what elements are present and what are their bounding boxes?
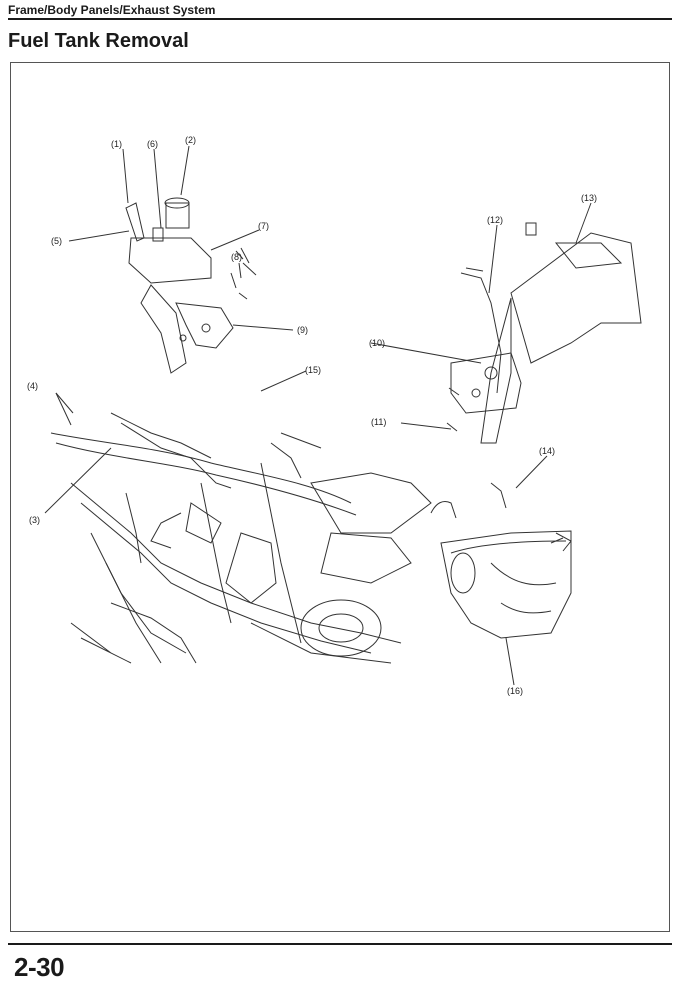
callout-3: (3) xyxy=(29,515,40,525)
callout-14: (14) xyxy=(539,446,555,456)
fuel-tank-drawing xyxy=(430,482,572,639)
callout-9: (9) xyxy=(297,325,308,335)
callout-13: (13) xyxy=(581,193,597,203)
header-rule xyxy=(8,18,672,20)
callout-6: (6) xyxy=(147,139,158,149)
throttle-bracket-drawing xyxy=(125,197,250,374)
footer-rule xyxy=(8,943,672,945)
callout-16: (16) xyxy=(507,686,523,696)
exploded-view-diagram: (1) (2) (3) (4) (5) (6) (7) (8) (9) (10)… xyxy=(27,135,642,696)
callout-leader-lines xyxy=(44,145,592,686)
fuel-pump-bracket-drawing xyxy=(446,222,642,444)
callout-7: (7) xyxy=(258,221,269,231)
figure-frame: (1) (2) (3) (4) (5) (6) (7) (8) (9) (10)… xyxy=(10,62,670,932)
callout-8: (8) xyxy=(231,252,242,262)
page-number: 2-30 xyxy=(14,952,65,982)
callout-15: (15) xyxy=(305,365,321,375)
callout-10: (10) xyxy=(369,338,385,348)
callout-5: (5) xyxy=(51,236,62,246)
callout-12: (12) xyxy=(487,215,503,225)
frame-and-engine-drawing xyxy=(50,412,432,664)
callout-1: (1) xyxy=(111,139,122,149)
callout-2: (2) xyxy=(185,135,196,145)
callout-11: (11) xyxy=(371,417,386,427)
callout-4: (4) xyxy=(27,381,38,391)
page-heading: Fuel Tank Removal xyxy=(8,30,189,52)
section-title: Frame/Body Panels/Exhaust System xyxy=(8,3,216,17)
